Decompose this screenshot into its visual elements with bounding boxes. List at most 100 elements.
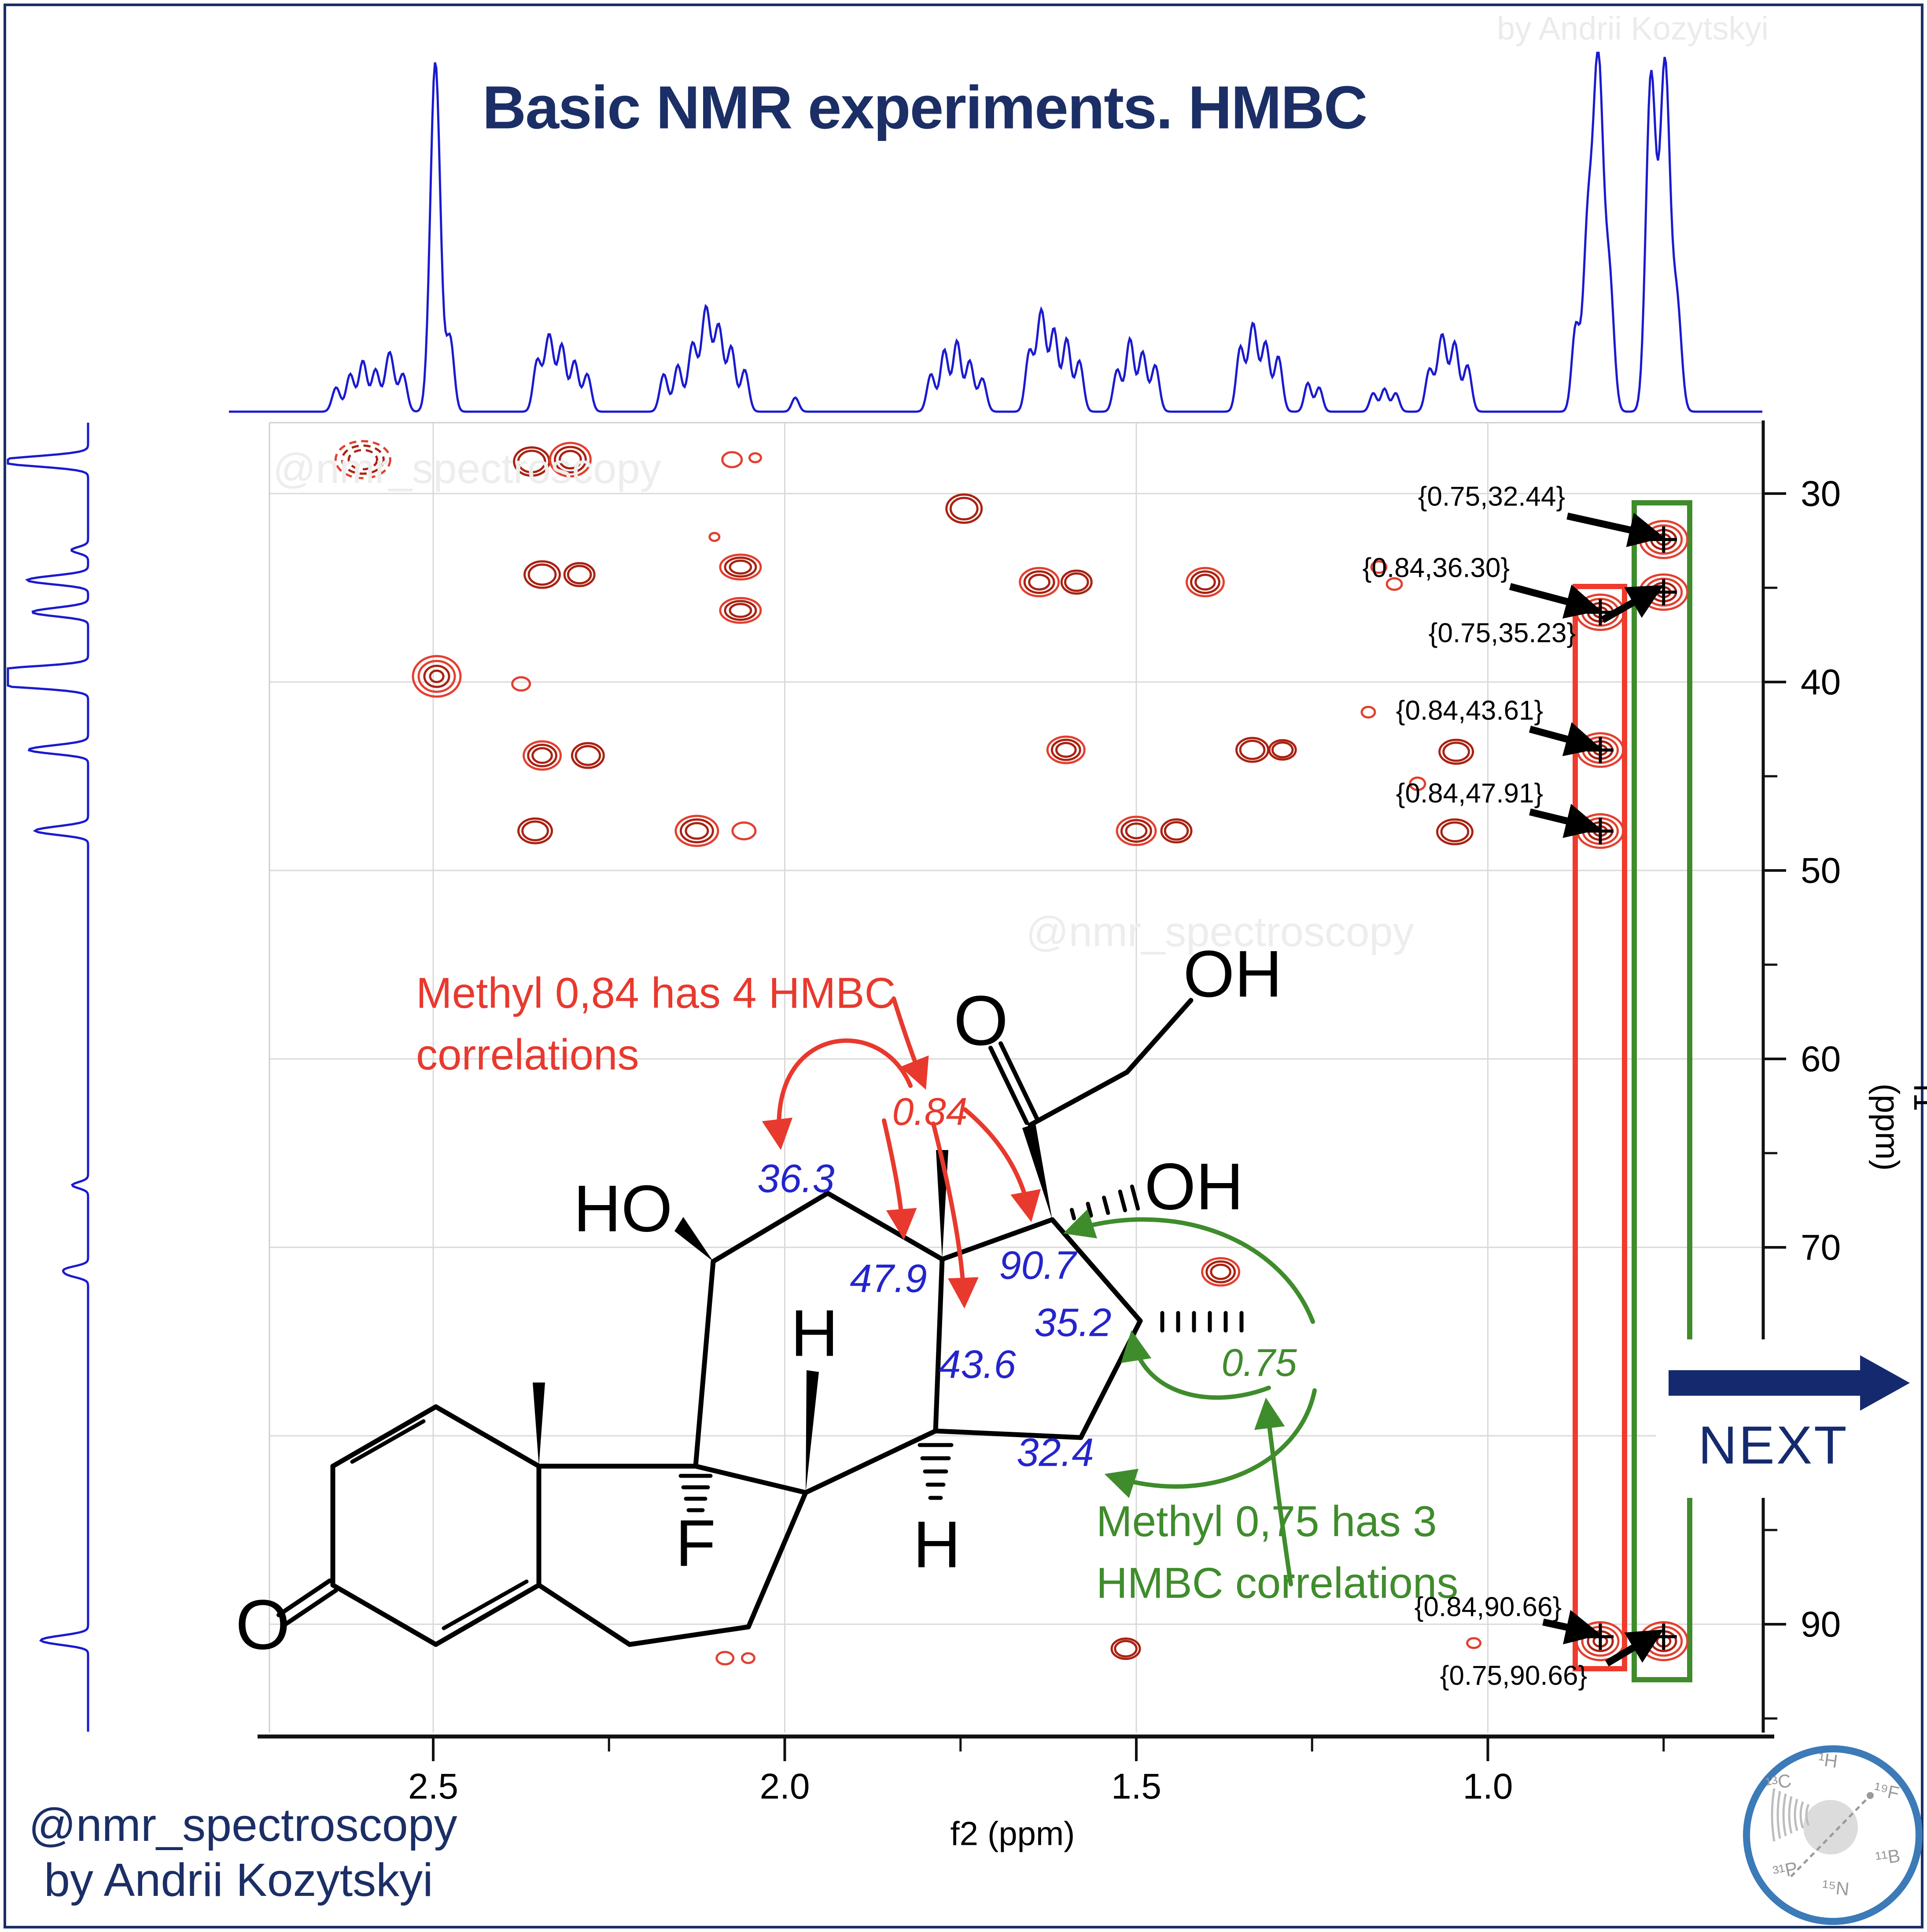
contour-peak bbox=[1268, 739, 1297, 761]
f1-tick-label: 50 bbox=[1801, 851, 1841, 891]
peak-label-arrow bbox=[1529, 722, 1601, 756]
contour-peak bbox=[412, 655, 462, 698]
footer-handle: @nmr_spectroscopy bbox=[29, 1799, 457, 1851]
f1-tick-label: 70 bbox=[1801, 1228, 1841, 1268]
contour-peak bbox=[523, 740, 562, 771]
logo-nucleus-label: ¹¹B bbox=[1874, 1845, 1901, 1869]
peak-annotation: {0.75,32.44} bbox=[1418, 481, 1566, 512]
f2-tick-label: 1.5 bbox=[1111, 1766, 1161, 1807]
correlation-arrows bbox=[762, 996, 1317, 1586]
f1-tick-label: 60 bbox=[1801, 1039, 1841, 1079]
hmbc-arrow-red bbox=[963, 1107, 1041, 1222]
carbon-shift-label: 35.2 bbox=[1034, 1301, 1112, 1345]
contour-peak bbox=[1466, 1637, 1482, 1649]
hmbc-arrow-green bbox=[1104, 1388, 1317, 1498]
peak-annotation: {0.75,35.23} bbox=[1428, 618, 1576, 649]
contour-peak bbox=[674, 815, 719, 847]
atom-label-F: F bbox=[675, 1506, 716, 1580]
f2-tick-label: 2.5 bbox=[408, 1766, 458, 1807]
next-arrow-head[interactable] bbox=[1860, 1355, 1910, 1411]
contour-peak bbox=[517, 817, 553, 844]
peak-annotation: {0.75,90.66} bbox=[1440, 1660, 1588, 1691]
logo-nucleus-label: ¹⁵N bbox=[1821, 1876, 1850, 1899]
contour-peak bbox=[511, 676, 531, 692]
contour-peak bbox=[748, 452, 762, 464]
contour-peak bbox=[1370, 560, 1388, 574]
next-arrow-shaft[interactable] bbox=[1669, 1370, 1860, 1396]
carbon-shift-label: 32.4 bbox=[1017, 1431, 1094, 1475]
contour-peak bbox=[1438, 738, 1474, 765]
carbon-shift-label: 47.9 bbox=[850, 1257, 927, 1301]
top-1d-proton-trace bbox=[229, 52, 1762, 413]
contour-peak bbox=[1235, 737, 1270, 763]
carbon-shift-label: 43.6 bbox=[939, 1342, 1016, 1387]
red-note-line1: Methyl 0,84 has 4 HMBC bbox=[416, 969, 896, 1017]
methyl-075-column bbox=[1632, 500, 1692, 1682]
contour-peak bbox=[1360, 705, 1376, 719]
hmbc-arrow-green bbox=[1254, 1397, 1293, 1586]
carbon-shift-label: 36.3 bbox=[757, 1157, 835, 1201]
left-1d-carbon-trace bbox=[7, 423, 89, 1732]
contour-peak bbox=[563, 562, 596, 587]
contour-peak bbox=[571, 742, 605, 769]
logo-nucleus-label: ¹⁹F bbox=[1872, 1778, 1901, 1804]
logo-sphere bbox=[1803, 1800, 1858, 1855]
nmr-logo: ¹H ¹³C ¹⁹F ¹¹B ¹⁵N ³¹P bbox=[1743, 1745, 1923, 1925]
contour-peak bbox=[334, 440, 391, 479]
atom-label-H: H bbox=[913, 1507, 961, 1582]
peak-label-arrows bbox=[1509, 512, 1665, 1667]
hmbc-arrow-red bbox=[892, 996, 929, 1090]
contour-peak bbox=[1116, 815, 1157, 846]
next-arrow[interactable] bbox=[1656, 1339, 1916, 1498]
contour-peak bbox=[1046, 735, 1086, 764]
contour-peak bbox=[1436, 818, 1474, 845]
plot-watermark-2: @nmr_spectroscopy bbox=[1026, 908, 1414, 955]
atom-label-O: O bbox=[235, 1585, 291, 1664]
contour-peak bbox=[719, 597, 762, 624]
atom-label-O: O bbox=[953, 981, 1009, 1060]
contour-peak bbox=[549, 442, 592, 478]
contour-peak bbox=[708, 531, 721, 542]
peak-label-arrow bbox=[1542, 1610, 1601, 1644]
peak-label-arrow bbox=[1601, 585, 1664, 623]
atom-label-OH: OH bbox=[1183, 937, 1282, 1011]
peak-label-arrow bbox=[1509, 583, 1601, 619]
peak-label-arrow bbox=[1566, 512, 1665, 547]
contour-peak bbox=[1110, 1637, 1141, 1660]
contour-peak bbox=[945, 493, 983, 524]
hmbc-arrow-red bbox=[762, 1038, 913, 1150]
f2-tick-label: 1.0 bbox=[1463, 1766, 1513, 1807]
hmbc-arrow-red bbox=[882, 1118, 917, 1240]
f1-tick-label: 40 bbox=[1801, 662, 1841, 702]
contour-peak bbox=[1385, 577, 1403, 591]
next-button-label[interactable]: NEXT bbox=[1698, 1415, 1849, 1475]
carbon-shift-label: 90.7 bbox=[999, 1243, 1076, 1288]
logo-nucleus-label: ¹³C bbox=[1764, 1770, 1793, 1795]
contour-peak bbox=[1186, 567, 1225, 597]
molecule-structure bbox=[276, 998, 1244, 1647]
author-watermark: by Andrii Kozytskyi bbox=[1497, 10, 1769, 47]
plot-watermark-1: @nmr_spectroscopy bbox=[273, 445, 661, 492]
contour-peak bbox=[719, 553, 762, 581]
contour-peak bbox=[1201, 1257, 1241, 1287]
contour-peak bbox=[715, 1651, 735, 1666]
atom-label-H: H bbox=[790, 1296, 839, 1370]
f2-axis-label: f2 (ppm) bbox=[950, 1815, 1075, 1853]
footer-author: by Andrii Kozytskyi bbox=[44, 1854, 433, 1906]
hmbc-arrow-green bbox=[1121, 1330, 1271, 1400]
page-title: Basic NMR experiments. HMBC bbox=[482, 74, 1368, 142]
gridlines bbox=[269, 422, 1763, 1733]
red-annotation-note: Methyl 0,84 has 4 HMBC correlations bbox=[416, 962, 895, 1085]
peak-label-arrow bbox=[1605, 1630, 1664, 1667]
red-note-line2: correlations bbox=[416, 1030, 639, 1079]
atom-label-OH: OH bbox=[1144, 1149, 1244, 1224]
contour-peak bbox=[523, 560, 561, 589]
logo-nucleus-label: ¹H bbox=[1817, 1748, 1839, 1772]
contour-peak bbox=[1060, 569, 1093, 595]
logo-nucleus-label: ³¹P bbox=[1771, 1858, 1800, 1883]
green-note-line2: HMBC correlations bbox=[1096, 1559, 1459, 1607]
hmbc-arrow-green bbox=[1063, 1209, 1315, 1324]
atom-label-HO: HO bbox=[573, 1171, 673, 1246]
